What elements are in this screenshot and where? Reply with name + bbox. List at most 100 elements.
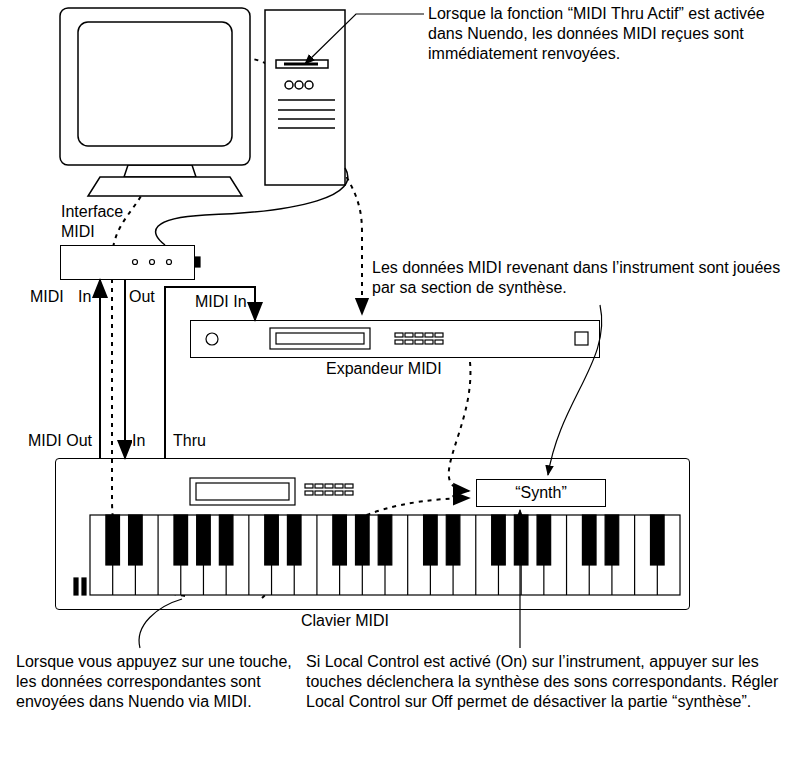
black-key bbox=[651, 515, 665, 565]
small-button bbox=[345, 491, 353, 495]
black-key bbox=[333, 515, 347, 565]
port-label: MIDI bbox=[30, 287, 64, 307]
tower-button bbox=[305, 81, 313, 89]
leader-line bbox=[305, 14, 424, 64]
black-key bbox=[287, 515, 301, 565]
computer-monitor bbox=[60, 8, 250, 196]
leader-line bbox=[519, 510, 520, 648]
monitor-screen bbox=[78, 22, 232, 146]
wheel bbox=[74, 578, 78, 595]
black-key bbox=[219, 515, 233, 565]
midi-interface-device bbox=[60, 245, 200, 280]
small-button bbox=[415, 333, 423, 337]
tower-vent bbox=[278, 127, 335, 129]
monitor-neck bbox=[124, 165, 196, 177]
port-label: Thru bbox=[173, 431, 206, 451]
tower-vent bbox=[278, 99, 335, 101]
small-button bbox=[345, 484, 353, 488]
black-key bbox=[106, 515, 120, 565]
port-label: MIDI In bbox=[195, 292, 247, 312]
display bbox=[270, 328, 370, 349]
midi-cable bbox=[99, 280, 101, 458]
callout-note: Lorsque vous appuyez sur une touche, les… bbox=[16, 652, 296, 712]
black-key bbox=[197, 515, 211, 565]
led bbox=[133, 260, 138, 265]
tower-button bbox=[295, 81, 303, 89]
led bbox=[167, 260, 172, 265]
small-button bbox=[315, 484, 323, 488]
midi-keyboard: Clavier MIDI“Synth” bbox=[55, 458, 690, 610]
display bbox=[276, 333, 364, 344]
knob bbox=[206, 333, 218, 345]
black-key bbox=[378, 515, 392, 565]
small-button bbox=[315, 491, 323, 495]
button-grid bbox=[305, 484, 353, 495]
small-button bbox=[415, 340, 423, 344]
white-key bbox=[316, 515, 317, 595]
midi-expander: Expandeur MIDI bbox=[190, 320, 600, 358]
black-key bbox=[605, 515, 619, 565]
small-button bbox=[435, 340, 443, 344]
leader-line bbox=[139, 14, 602, 648]
leader-line bbox=[139, 599, 182, 648]
node-label: Interface MIDI bbox=[61, 202, 141, 242]
leader-line bbox=[548, 305, 602, 475]
monitor-case bbox=[60, 8, 250, 165]
drive-slot bbox=[276, 60, 328, 68]
white-key bbox=[407, 515, 408, 595]
tower-vent bbox=[278, 109, 335, 111]
small-button bbox=[335, 484, 343, 488]
black-key bbox=[514, 515, 528, 565]
monitor-base bbox=[88, 177, 242, 196]
keyboard-body bbox=[74, 478, 680, 595]
white-key bbox=[157, 515, 158, 595]
white-key bbox=[566, 515, 567, 595]
small-button bbox=[425, 333, 433, 337]
white-key bbox=[475, 515, 476, 595]
black-key bbox=[537, 515, 551, 565]
midi-cable bbox=[165, 287, 255, 458]
midi-interface: Interface MIDI bbox=[60, 245, 195, 280]
black-key bbox=[129, 515, 143, 565]
small-button bbox=[435, 333, 443, 337]
tower-button bbox=[285, 81, 293, 89]
small-button bbox=[395, 333, 403, 337]
black-key bbox=[446, 515, 460, 565]
button-grid bbox=[395, 333, 443, 344]
black-key bbox=[424, 515, 438, 565]
port-label: In bbox=[132, 431, 145, 451]
black-key bbox=[174, 515, 188, 565]
white-key bbox=[248, 515, 249, 595]
node-label: “Synth” bbox=[515, 483, 567, 503]
piano-keys bbox=[106, 515, 664, 595]
wheel bbox=[82, 578, 86, 595]
display bbox=[190, 478, 295, 505]
small-button bbox=[325, 484, 333, 488]
led bbox=[150, 260, 155, 265]
small-button bbox=[325, 491, 333, 495]
small-button bbox=[305, 484, 313, 488]
node-label: Expandeur MIDI bbox=[326, 359, 442, 379]
keybed bbox=[90, 515, 680, 595]
black-key bbox=[582, 515, 596, 565]
small-button bbox=[405, 340, 413, 344]
drive-slot bbox=[284, 63, 318, 66]
synth-section: “Synth” bbox=[476, 479, 606, 507]
tower-vent bbox=[278, 118, 335, 120]
midi-expander-device bbox=[190, 320, 600, 358]
small-button bbox=[425, 340, 433, 344]
power-switch bbox=[575, 332, 588, 345]
device-ground bbox=[60, 245, 195, 280]
connector bbox=[195, 257, 200, 267]
port-label: In bbox=[78, 287, 91, 307]
usb-cable bbox=[156, 168, 348, 245]
black-key bbox=[265, 515, 279, 565]
small-button bbox=[405, 333, 413, 337]
display bbox=[196, 483, 289, 500]
black-key bbox=[492, 515, 506, 565]
small-button bbox=[305, 491, 313, 495]
port-label: Out bbox=[129, 287, 155, 307]
